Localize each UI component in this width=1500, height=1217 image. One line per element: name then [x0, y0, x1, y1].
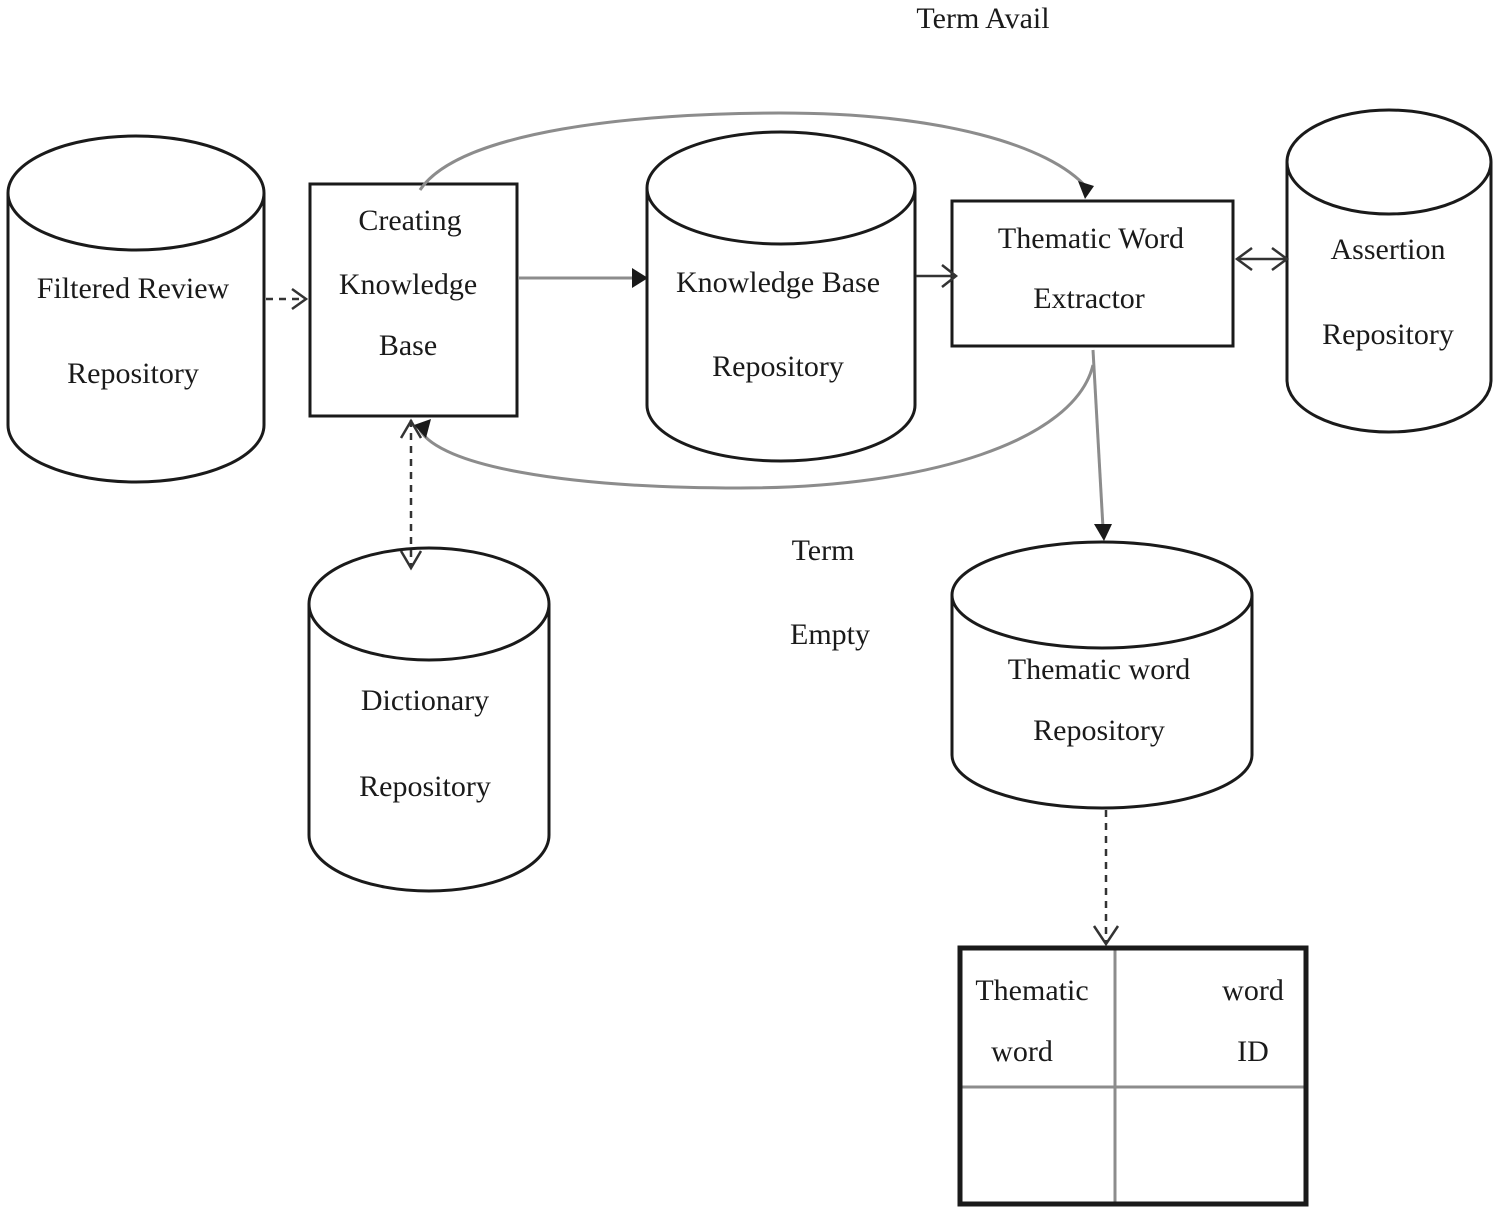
term-avail-arc — [418, 111, 1089, 191]
filtered-review-repository: Filtered Review Repository — [6, 134, 266, 484]
table-header-wordid-line1: word — [1222, 974, 1284, 1007]
repository-to-table-arrowhead — [1092, 925, 1120, 947]
assertion-repository-label-1: Assertion — [1331, 233, 1446, 266]
creating-kb-label-1: Creating — [358, 204, 461, 237]
thematic-word-repository: Thematic word Repository — [950, 540, 1254, 810]
extractor-to-thematic-arrowhead — [1094, 524, 1112, 541]
assertion-repository-label-2: Repository — [1322, 318, 1454, 351]
creating-kb-label-3: Base — [379, 329, 437, 362]
creating-kb-label-2: Knowledge — [339, 268, 477, 301]
term-empty-arc — [418, 364, 1095, 490]
term-empty-label-1: Term — [792, 534, 855, 567]
filtered-review-label-1: Filtered Review — [37, 272, 230, 305]
extractor-assertion-arrowhead-right — [1271, 246, 1290, 272]
term-empty-arrowhead — [414, 419, 431, 438]
creating-dictionary-arrowhead-bottom — [399, 550, 423, 571]
kb-to-extractor-arrowhead — [941, 264, 959, 288]
dictionary-repository-label-2: Repository — [359, 770, 491, 803]
extractor-label-1: Thematic Word — [998, 222, 1184, 255]
creating-dictionary-arrowhead-top — [399, 418, 423, 439]
filtered-to-creating-arrowhead — [291, 287, 309, 311]
dictionary-repository-label-1: Dictionary — [361, 684, 489, 717]
table-header-thematic-line1: Thematic — [975, 974, 1088, 1007]
term-empty-label-2: Empty — [790, 618, 870, 651]
table-header-thematic-line2: word — [991, 1035, 1053, 1068]
table-header-wordid-line2: ID — [1237, 1035, 1269, 1068]
kb-repository-label-1: Knowledge Base — [676, 266, 880, 299]
dictionary-repository: Dictionary Repository — [307, 546, 551, 893]
thematic-word-repository-label-1: Thematic word — [1008, 653, 1190, 686]
extractor-to-thematic-arrow — [1091, 349, 1105, 529]
thematic-word-extractor-box: Thematic Word Extractor — [950, 199, 1235, 348]
creating-knowledge-base-box: Creating Knowledge Base — [308, 182, 519, 418]
term-avail-label: Term Avail — [916, 2, 1049, 35]
extractor-label-2: Extractor — [1033, 282, 1145, 315]
term-avail-arrowhead — [1078, 181, 1094, 199]
knowledge-base-repository: Knowledge Base Repository — [645, 130, 917, 463]
kb-repository-label-2: Repository — [712, 350, 844, 383]
table-border — [957, 945, 1309, 1207]
extractor-assertion-arrowhead-left — [1234, 246, 1253, 272]
thematic-word-repository-label-2: Repository — [1033, 714, 1165, 747]
assertion-repository: Assertion Repository — [1285, 108, 1493, 434]
thematic-word-table: Thematic word word ID — [957, 945, 1309, 1207]
creating-to-kb-arrowhead — [632, 268, 648, 288]
filtered-review-label-2: Repository — [67, 357, 199, 390]
